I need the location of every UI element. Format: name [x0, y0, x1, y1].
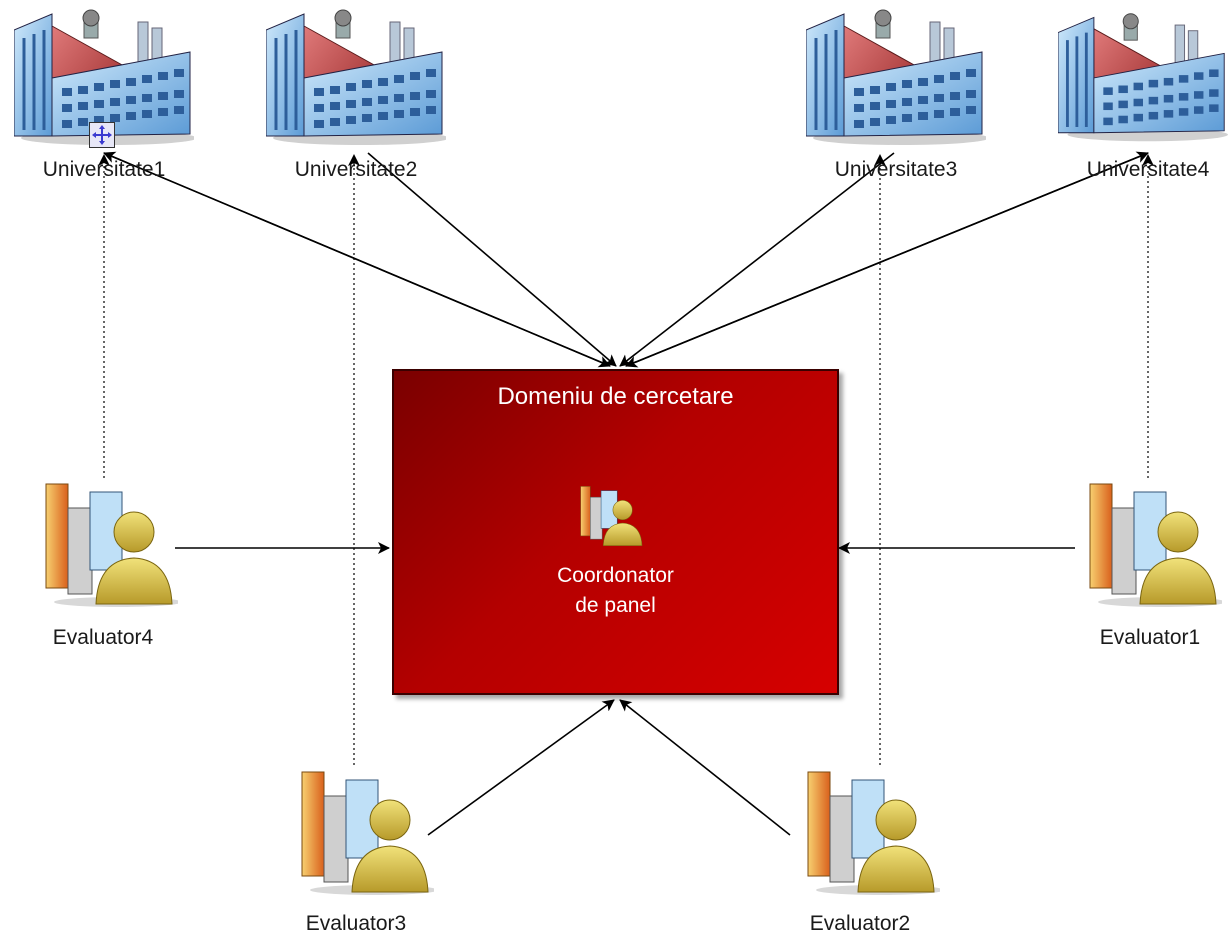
- universitate3-node[interactable]: [805, 8, 989, 146]
- evaluator-person-icon: [45, 483, 182, 607]
- central-box-label-line2: de panel: [575, 594, 656, 617]
- factory-icon: [13, 9, 197, 145]
- edge-universitate3-domeniu: [619, 152, 895, 367]
- evaluator2-node[interactable]: [800, 766, 944, 896]
- edge-evaluator3-domeniu: [427, 699, 615, 836]
- universitate1-label: Universitate1: [42, 158, 166, 181]
- evaluator1-node[interactable]: [1082, 478, 1226, 608]
- edge-domeniu-universitate4: [625, 151, 1149, 367]
- universitate4-node[interactable]: [1057, 8, 1228, 146]
- evaluator-person-icon: [580, 486, 643, 546]
- edge-domeniu-universitate1: [103, 151, 611, 367]
- universitate1-node[interactable]: [13, 8, 197, 146]
- evaluator-person-icon: [807, 771, 944, 895]
- factory-icon: [1057, 13, 1228, 142]
- central-box-label-line1: Coordonator: [557, 564, 674, 587]
- edge-evaluator2-domeniu: [619, 699, 791, 836]
- evaluator4-label: Evaluator4: [52, 626, 154, 649]
- evaluator1-label: Evaluator1: [1099, 626, 1201, 649]
- central-box-label: Coordonator de panel: [394, 561, 837, 621]
- evaluator2-label: Evaluator2: [809, 912, 911, 935]
- evaluator3-label: Evaluator3: [305, 912, 407, 935]
- universitate2-node[interactable]: [265, 8, 449, 146]
- universitate3-label: Universitate3: [834, 158, 958, 181]
- evaluator4-node[interactable]: [38, 478, 182, 608]
- universitate2-label: Universitate2: [294, 158, 418, 181]
- central-box-title: Domeniu de cercetare: [497, 383, 734, 410]
- evaluator-person-icon: [301, 771, 438, 895]
- move-cross-icon[interactable]: [89, 122, 115, 148]
- factory-icon: [265, 9, 449, 145]
- domeniu-de-cercetare-box[interactable]: Domeniu de cercetare Coordonator de pane…: [392, 369, 839, 695]
- evaluator3-node[interactable]: [294, 766, 438, 896]
- universitate4-label: Universitate4: [1086, 158, 1210, 181]
- edge-universitate2-domeniu: [367, 152, 617, 367]
- evaluator-person-icon: [1089, 483, 1226, 607]
- factory-icon: [805, 9, 989, 145]
